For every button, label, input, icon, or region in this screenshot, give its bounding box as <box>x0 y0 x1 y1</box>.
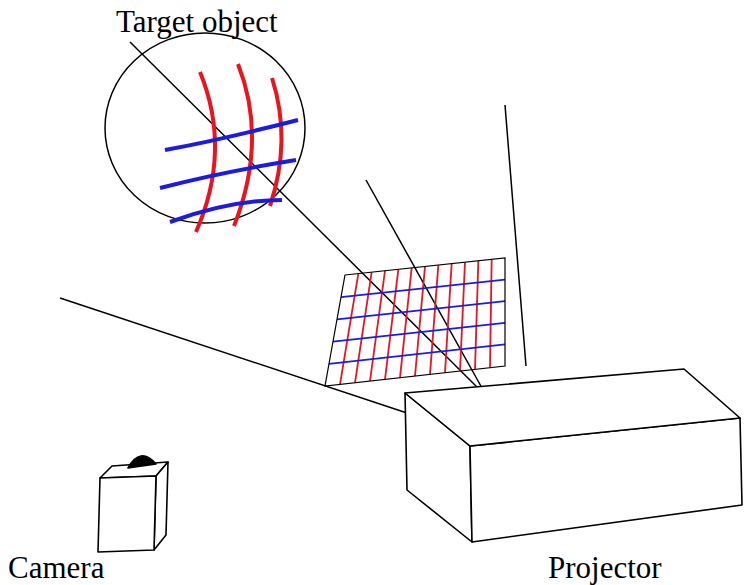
object-label: Target object <box>116 6 278 37</box>
grid-line <box>475 261 478 370</box>
grid-line <box>337 301 505 319</box>
projection-ray <box>60 298 410 414</box>
grid-frame <box>325 258 505 386</box>
grid-line <box>490 259 492 367</box>
grid-line <box>370 271 385 381</box>
camera-body <box>98 456 168 552</box>
grid-line <box>329 344 505 363</box>
deformed-vertical-stripes <box>196 64 282 232</box>
grid-line <box>341 280 505 298</box>
grid-line <box>460 262 465 371</box>
projector-body <box>405 369 742 542</box>
projected-grid <box>329 259 505 384</box>
deformed-horizontal-stripes <box>160 120 298 222</box>
grid-line <box>415 267 425 377</box>
projector-label: Projector <box>548 552 662 583</box>
grid-line <box>333 323 505 342</box>
target-object-outline <box>105 33 305 223</box>
grid-line <box>445 264 452 373</box>
grid-line <box>400 268 412 378</box>
grid-line <box>430 265 438 374</box>
grid-line <box>385 269 398 379</box>
projection-ray <box>505 105 526 366</box>
camera-label: Camera <box>8 552 104 583</box>
projection-ray <box>130 42 478 388</box>
grid-line <box>355 272 372 383</box>
